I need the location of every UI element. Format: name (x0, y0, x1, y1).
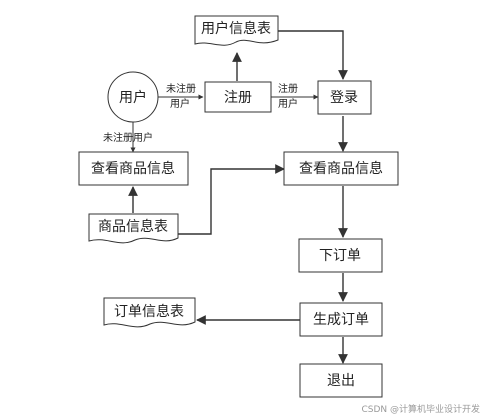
node-place-order: 下订单 (298, 238, 383, 273)
node-view-product-left: 查看商品信息 (78, 151, 189, 186)
watermark-text: CSDN @计算机毕业设计开发 (361, 403, 480, 415)
node-view-product-left-label: 查看商品信息 (91, 160, 175, 177)
node-generate-order-label: 生成订单 (313, 312, 369, 328)
node-order-info-table: 订单信息表 (103, 297, 196, 328)
node-logout-label: 退出 (327, 373, 355, 389)
node-place-order-label: 下订单 (319, 248, 361, 264)
node-product-info-table: 商品信息表 (88, 213, 179, 244)
label-unregistered-down: 未注册用户 (103, 131, 153, 144)
node-user-info-table: 用户信息表 (194, 15, 279, 46)
label-registered-line1: 注册 (278, 82, 298, 95)
node-register-label: 注册 (224, 90, 252, 106)
label-registered-line2: 用户 (278, 97, 298, 110)
edge-user-table-to-login (278, 30, 348, 80)
node-user-info-table-label: 用户信息表 (201, 20, 271, 37)
node-login-label: 登录 (330, 90, 358, 106)
node-order-info-table-label: 订单信息表 (114, 303, 184, 320)
node-product-info-table-label: 商品信息表 (98, 218, 168, 235)
node-logout: 退出 (299, 363, 383, 398)
edge-product-table-to-view-right (178, 164, 285, 235)
node-register: 注册 (204, 81, 272, 113)
node-view-product-right-label: 查看商品信息 (299, 160, 383, 177)
node-login: 登录 (317, 80, 372, 115)
label-unregistered-line2: 用户 (170, 97, 190, 110)
label-unregistered-line1: 未注册 (166, 82, 196, 95)
node-view-product-right: 查看商品信息 (283, 151, 399, 186)
node-user: 用户 (107, 71, 159, 123)
node-generate-order: 生成订单 (299, 302, 383, 337)
node-user-label: 用户 (119, 89, 147, 106)
